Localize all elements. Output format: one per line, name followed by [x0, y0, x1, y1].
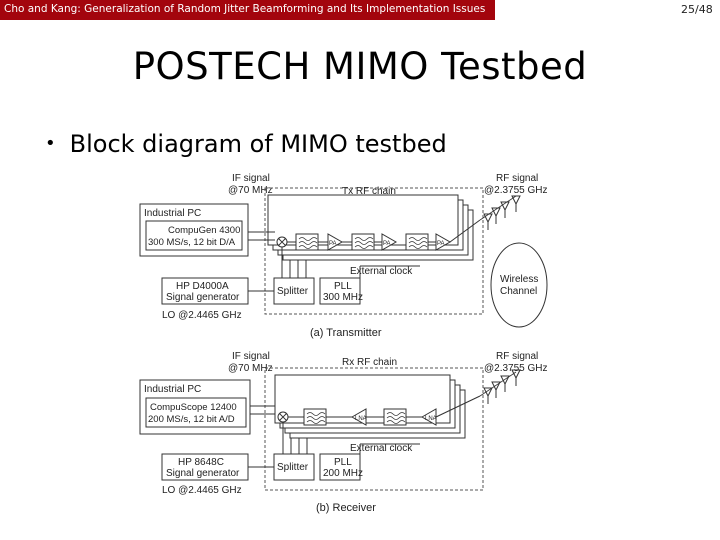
tx-splitter-label: Splitter — [277, 286, 309, 297]
tx-splitter-box — [273, 277, 315, 305]
tx-generator-type: Signal generator — [166, 292, 240, 303]
rx-caption: (b) Receiver — [316, 502, 376, 514]
transmitter-diagram: IF signal @70 MHz Tx RF chain RF signal … — [139, 173, 548, 339]
tx-host-label: Industrial PC — [144, 208, 201, 219]
tx-amp-label: PA — [383, 241, 391, 247]
running-title: Cho and Kang: Generalization of Random J… — [4, 3, 486, 15]
tx-generator-box — [161, 277, 249, 305]
rx-host-label: Industrial PC — [144, 384, 201, 395]
tx-if-signal-freq: @70 MHz — [228, 185, 273, 196]
wireless-channel-line-2: Channel — [500, 286, 537, 297]
rx-if-signal-label: IF signal — [232, 351, 270, 362]
rx-pll-freq: 200 MHz — [323, 468, 363, 479]
tx-amp-label: PA — [329, 241, 337, 247]
tx-lo-label: LO @2.4465 GHz — [162, 310, 242, 321]
rx-amp-label: LNA — [425, 416, 437, 422]
rx-generator-box — [161, 453, 249, 481]
rx-amp-label: LNA — [355, 416, 367, 422]
tx-pll-box — [319, 277, 361, 305]
tx-pll-freq: 300 MHz — [323, 292, 363, 303]
rx-board-spec: 200 MS/s, 12 bit A/D — [148, 414, 235, 425]
tx-rf-signal-label: RF signal — [496, 173, 538, 184]
tx-chain-label: Tx RF chain — [342, 186, 396, 197]
wireless-channel-line-1: Wireless — [500, 274, 538, 285]
rx-lo-label: LO @2.4465 GHz — [162, 485, 242, 496]
tx-board-box — [145, 220, 243, 251]
tx-caption: (a) Transmitter — [310, 327, 382, 339]
tx-generator-model: HP D4000A — [176, 281, 229, 292]
bullet-item: • Block diagram of MIMO testbed — [45, 130, 447, 158]
rx-generator-type: Signal generator — [166, 468, 240, 479]
rx-if-signal-freq: @70 MHz — [228, 363, 273, 374]
block-diagram: IF signal @70 MHz Tx RF chain RF signal … — [139, 173, 548, 514]
wireless-channel-ellipse — [490, 242, 548, 328]
rx-generator-model: HP 8648C — [178, 457, 224, 468]
tx-clock-label: External clock — [350, 266, 413, 277]
bullet-text: Block diagram of MIMO testbed — [69, 130, 447, 158]
tx-rf-signal-freq: @2.3755 GHz — [484, 185, 548, 196]
tx-pll-name: PLL — [334, 281, 352, 292]
tx-if-signal-label: IF signal — [232, 173, 270, 184]
rx-splitter-label: Splitter — [277, 462, 309, 473]
bullet-dot-icon: • — [45, 133, 56, 154]
rx-board-name: CompuScope 12400 — [150, 402, 237, 413]
rx-splitter-box — [273, 453, 315, 481]
tx-board-name: CompuGen 4300 — [168, 225, 240, 236]
rx-pll-name: PLL — [334, 457, 352, 468]
rx-board-box — [145, 397, 247, 428]
header-band: Cho and Kang: Generalization of Random J… — [0, 0, 495, 20]
tx-outer-frame — [264, 187, 484, 315]
tx-amp-label: PA — [437, 241, 445, 247]
rx-rf-signal-label: RF signal — [496, 351, 538, 362]
rx-clock-label: External clock — [350, 443, 413, 454]
rx-rf-signal-freq: @2.3755 GHz — [484, 363, 548, 374]
page-number: 25/48 — [681, 3, 713, 16]
tx-board-spec: 300 MS/s, 12 bit D/A — [148, 237, 236, 248]
slide-title: POSTECH MIMO Testbed — [132, 45, 588, 88]
rx-pll-box — [319, 453, 361, 481]
rx-chain-label: Rx RF chain — [342, 357, 397, 368]
receiver-diagram: IF signal @70 MHz Rx RF chain RF signal … — [139, 351, 548, 514]
